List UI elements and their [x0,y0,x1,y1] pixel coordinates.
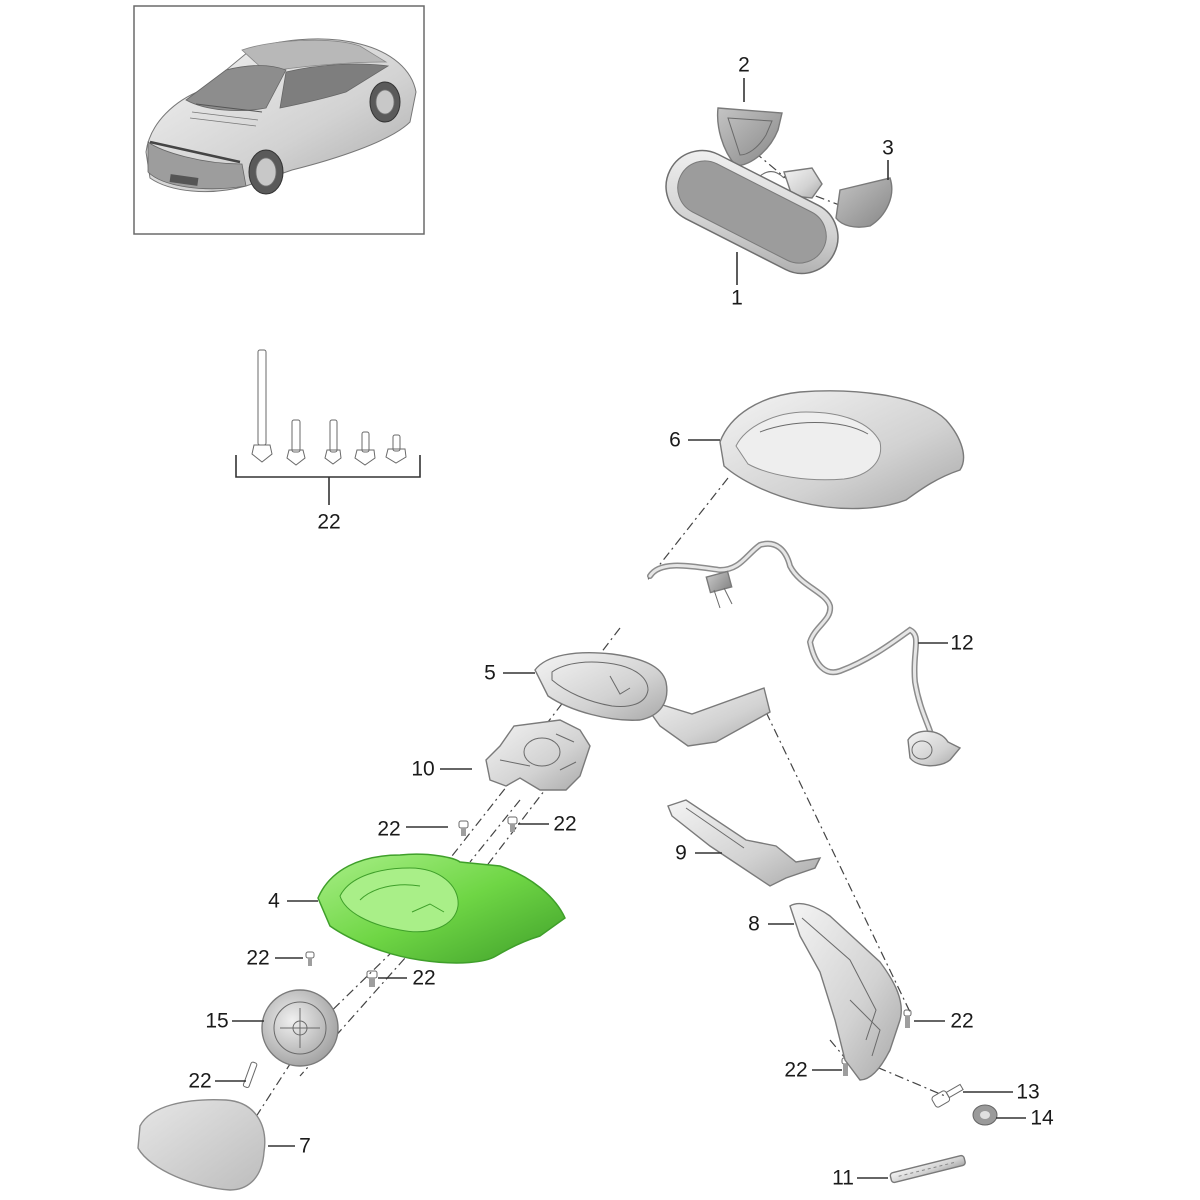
callout-label: 22 [553,813,576,836]
vehicle-thumbnail [133,5,425,235]
screw-22-c [305,951,315,966]
screw-22-f [903,1009,912,1028]
adjustment-motor-part [261,989,339,1067]
car-illustration [145,38,417,195]
callout-label: 7 [299,1135,311,1158]
callout-label: 22 [412,967,435,990]
screw-22-e [242,1061,258,1089]
wiring-harness-part [647,540,962,767]
callout-label: 12 [950,632,973,655]
mirror-frame-part [534,651,771,747]
highlighted-housing-part [317,853,566,964]
callout-label: 14 [1030,1107,1054,1130]
mirror-glass-part [137,1099,266,1191]
screw-22-a [458,820,469,836]
callout-label: 4 [268,890,280,913]
callout-label: 5 [484,662,496,685]
mirror-cover-part [716,107,783,167]
callout-label: 22 [188,1070,211,1093]
callout-label: 6 [669,429,681,452]
strip-11-part [889,1154,966,1184]
screw-22-b [507,816,518,832]
housing-cap-part [719,390,965,510]
callout-label: 1 [731,287,743,310]
callout-labels: 2 3 1 6 22 12 5 10 22 22 9 4 8 22 22 15 … [188,54,1054,1190]
callout-label: 22 [246,947,269,970]
callout-label: 3 [882,137,894,160]
grommet-14-part [972,1104,998,1126]
screw-13-part [931,1083,964,1108]
screw-22-d [366,970,378,987]
bolt-set [235,349,421,505]
callout-label: 22 [377,818,400,841]
trim-strip-part [667,799,822,887]
callout-label: 22 [950,1010,973,1033]
callout-label: 10 [411,758,434,781]
mirror-trim-part [835,177,893,228]
leader-lines [215,78,1026,1179]
callout-label: 13 [1016,1081,1039,1104]
callout-label: 11 [832,1167,854,1190]
mirror-base-part [789,902,902,1081]
callout-label: 8 [748,913,760,936]
callout-label: 2 [738,54,750,77]
callout-label: 9 [675,842,687,865]
callout-label: 22 [784,1059,807,1082]
interior-mirror-part [665,149,839,275]
mirror-bracket-part [485,719,591,791]
callout-label: 15 [205,1010,228,1033]
callout-label: 22 [317,511,340,534]
